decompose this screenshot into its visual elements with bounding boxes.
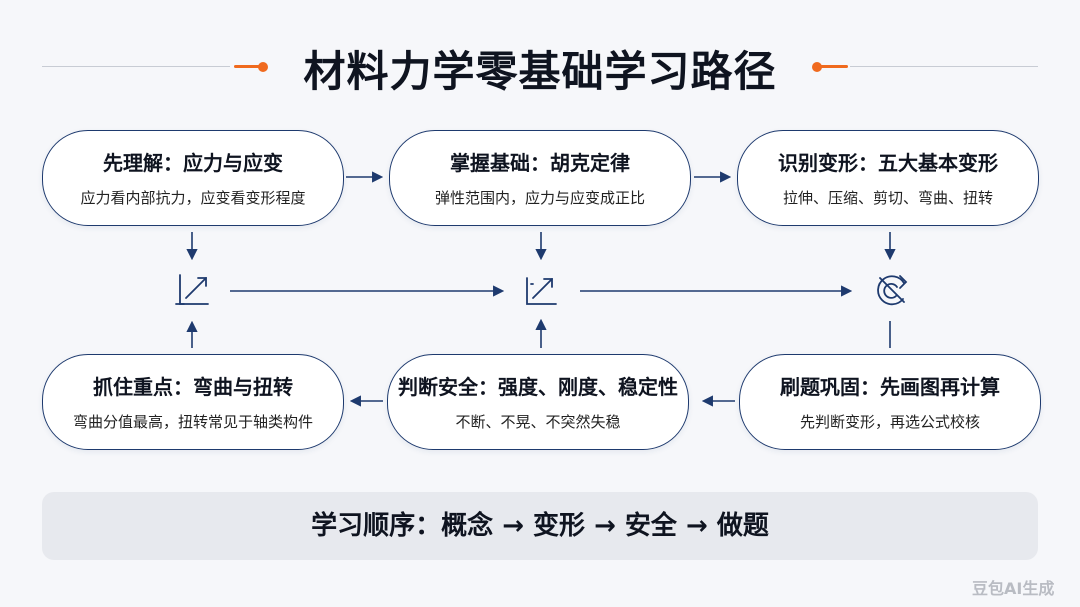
card-title: 刷题巩固：先画图再计算 [780, 375, 1000, 399]
card-bending-torsion: 抓住重点：弯曲与扭转 弯曲分值最高，扭转常见于轴类构件 [42, 354, 344, 450]
card-hooke-law: 掌握基础：胡克定律 弹性范围内，应力与应变成正比 [389, 130, 691, 226]
card-subtitle: 应力看内部抗力，应变看变形程度 [80, 189, 306, 207]
title-accent-dot-right [812, 62, 822, 72]
title-area: 材料力学零基础学习路径 [0, 30, 1080, 110]
card-title: 识别变形：五大基本变形 [778, 151, 998, 175]
deformation-target-icon [877, 275, 908, 306]
title-accent-dot-left [258, 62, 268, 72]
card-title: 抓住重点：弯曲与扭转 [93, 375, 293, 399]
hooke-law-graph-icon [526, 277, 557, 305]
card-subtitle: 弯曲分值最高，扭转常见于轴类构件 [72, 413, 313, 431]
title-accent-dash-right [820, 65, 848, 68]
title-accent-dash-left [234, 65, 262, 68]
card-subtitle: 不断、不晃、不突然失稳 [455, 413, 621, 431]
card-stress-strain: 先理解：应力与应变 应力看内部抗力，应变看变形程度 [42, 130, 344, 226]
ai-watermark: 豆包AI生成 [972, 579, 1055, 598]
card-safety-check: 判断安全：强度、刚度、稳定性 不断、不晃、不突然失稳 [387, 354, 689, 450]
card-title: 先理解：应力与应变 [103, 151, 283, 175]
stress-strain-axis-icon [175, 274, 209, 305]
card-title: 判断安全：强度、刚度、稳定性 [398, 375, 678, 399]
learning-order-bar: 学习顺序：概念 → 变形 → 安全 → 做题 [42, 492, 1038, 560]
card-title: 掌握基础：胡克定律 [450, 151, 630, 175]
card-basic-deformations: 识别变形：五大基本变形 拉伸、压缩、剪切、弯曲、扭转 [737, 130, 1039, 226]
title-rule-right [850, 66, 1038, 67]
card-subtitle: 弹性范围内，应力与应变成正比 [434, 189, 645, 207]
title-rule-left [42, 66, 230, 67]
card-subtitle: 拉伸、压缩、剪切、弯曲、扭转 [782, 189, 993, 207]
card-subtitle: 先判断变形，再选公式校核 [799, 413, 980, 431]
card-practice: 刷题巩固：先画图再计算 先判断变形，再选公式校核 [739, 354, 1041, 450]
page-title: 材料力学零基础学习路径 [303, 47, 777, 96]
